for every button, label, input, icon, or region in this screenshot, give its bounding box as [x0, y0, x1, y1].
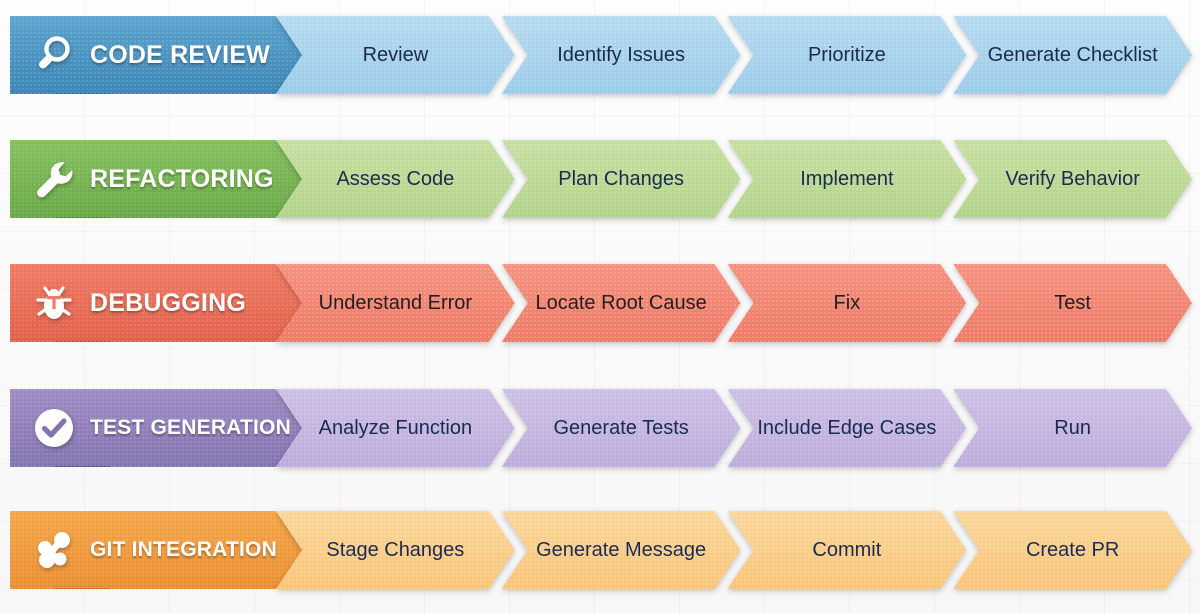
pipeline-steps: Assess Code Plan Changes Implement Verif… [276, 140, 1192, 218]
ribbon-fold [54, 466, 110, 480]
pipeline-header-label: GIT INTEGRATION [90, 538, 277, 561]
pipeline-row-refactoring: REFACTORING Assess Code Plan Changes Imp… [10, 140, 1192, 218]
bug-icon [32, 281, 76, 325]
step-shape [276, 140, 515, 218]
step-label: Identify Issues [557, 43, 686, 66]
pipeline-header-label: CODE REVIEW [90, 40, 270, 69]
pipeline-step[interactable]: Commit [728, 511, 967, 589]
step-shape [276, 511, 515, 589]
pipeline-steps: Analyze Function Generate Tests Include … [276, 389, 1192, 467]
step-label: Run [1054, 416, 1091, 439]
pipeline-step[interactable]: Assess Code [276, 140, 515, 218]
pipeline-step[interactable]: Include Edge Cases [728, 389, 967, 467]
step-shape [953, 511, 1192, 589]
step-shape [502, 264, 741, 342]
step-shape [502, 16, 741, 94]
pipeline-step[interactable]: Run [953, 389, 1192, 467]
pipeline-header-debugging[interactable]: DEBUGGING [10, 264, 302, 342]
pipeline-header-label: REFACTORING [90, 164, 274, 193]
pipeline-row-code-review: CODE REVIEW Review Identify Issues Prior… [10, 16, 1192, 94]
step-shape [728, 389, 967, 467]
pipeline-row-test-generation: TEST GENERATION Analyze Function Generat… [10, 389, 1192, 467]
git-branch-icon [32, 528, 76, 572]
ribbon-fold [54, 217, 110, 231]
pipeline-steps: Stage Changes Generate Message Commit Cr… [276, 511, 1192, 589]
pipeline-step[interactable]: Identify Issues [502, 16, 741, 94]
step-shape [953, 264, 1192, 342]
step-label: Prioritize [807, 43, 886, 66]
step-label: Locate Root Cause [535, 291, 707, 314]
step-label: Verify Behavior [1005, 167, 1140, 190]
step-label: Analyze Function [318, 416, 473, 439]
pipeline-row-git-integration: GIT INTEGRATION Stage Changes Generate M… [10, 511, 1192, 589]
ribbon-fold [54, 588, 110, 602]
pipeline-step[interactable]: Generate Tests [502, 389, 741, 467]
pipeline-header-label: DEBUGGING [90, 288, 246, 317]
pipeline-step[interactable]: Generate Message [502, 511, 741, 589]
step-shape [953, 140, 1192, 218]
step-label: Review [362, 43, 429, 66]
step-shape [728, 140, 967, 218]
pipeline-step[interactable]: Generate Checklist [953, 16, 1192, 94]
step-shape [276, 16, 515, 94]
step-shape [502, 511, 741, 589]
step-label: Test [1054, 291, 1091, 314]
pipeline-step[interactable]: Locate Root Cause [502, 264, 741, 342]
step-shape [728, 16, 967, 94]
pipeline-header-code-review[interactable]: CODE REVIEW [10, 16, 302, 94]
step-label: Include Edge Cases [757, 416, 937, 439]
step-shape [276, 389, 515, 467]
pipeline-header-refactoring[interactable]: REFACTORING [10, 140, 302, 218]
pipeline-step[interactable]: Plan Changes [502, 140, 741, 218]
pipeline-step[interactable]: Understand Error [276, 264, 515, 342]
pipeline-row-debugging: DEBUGGING Understand Error Locate Root C… [10, 264, 1192, 342]
step-label: Plan Changes [558, 167, 684, 190]
magnifier-icon [32, 33, 76, 77]
ribbon-fold [54, 341, 110, 355]
pipeline-steps: Understand Error Locate Root Cause Fix T… [276, 264, 1192, 342]
pipeline-step[interactable]: Fix [728, 264, 967, 342]
ribbon-fold [54, 93, 110, 107]
pipeline-step[interactable]: Verify Behavior [953, 140, 1192, 218]
step-label: Generate Checklist [987, 43, 1158, 66]
step-label: Create PR [1025, 538, 1120, 561]
step-label: Generate Message [536, 538, 707, 561]
pipeline-step[interactable]: Test [953, 264, 1192, 342]
step-shape [276, 264, 515, 342]
pipeline-step[interactable]: Review [276, 16, 515, 94]
step-shape [953, 389, 1192, 467]
step-label: Fix [833, 291, 861, 314]
pipeline-step[interactable]: Stage Changes [276, 511, 515, 589]
step-label: Commit [812, 538, 882, 561]
pipeline-step[interactable]: Analyze Function [276, 389, 515, 467]
step-shape [953, 16, 1192, 94]
pipeline-header-label: TEST GENERATION [90, 416, 291, 439]
pipeline-header-test-generation[interactable]: TEST GENERATION [10, 389, 302, 467]
step-shape [728, 511, 967, 589]
pipeline-steps: Review Identify Issues Prioritize Genera… [276, 16, 1192, 94]
step-label: Stage Changes [326, 538, 465, 561]
step-shape [502, 389, 741, 467]
step-label: Assess Code [336, 167, 455, 190]
pipeline-step[interactable]: Implement [728, 140, 967, 218]
wrench-icon [32, 157, 76, 201]
step-label: Understand Error [318, 291, 473, 314]
check-circle-icon [32, 406, 76, 450]
pipeline-step[interactable]: Prioritize [728, 16, 967, 94]
pipeline-header-git-integration[interactable]: GIT INTEGRATION [10, 511, 302, 589]
step-label: Implement [800, 167, 894, 190]
pipeline-step[interactable]: Create PR [953, 511, 1192, 589]
step-shape [502, 140, 741, 218]
step-label: Generate Tests [553, 416, 689, 439]
step-shape [728, 264, 967, 342]
